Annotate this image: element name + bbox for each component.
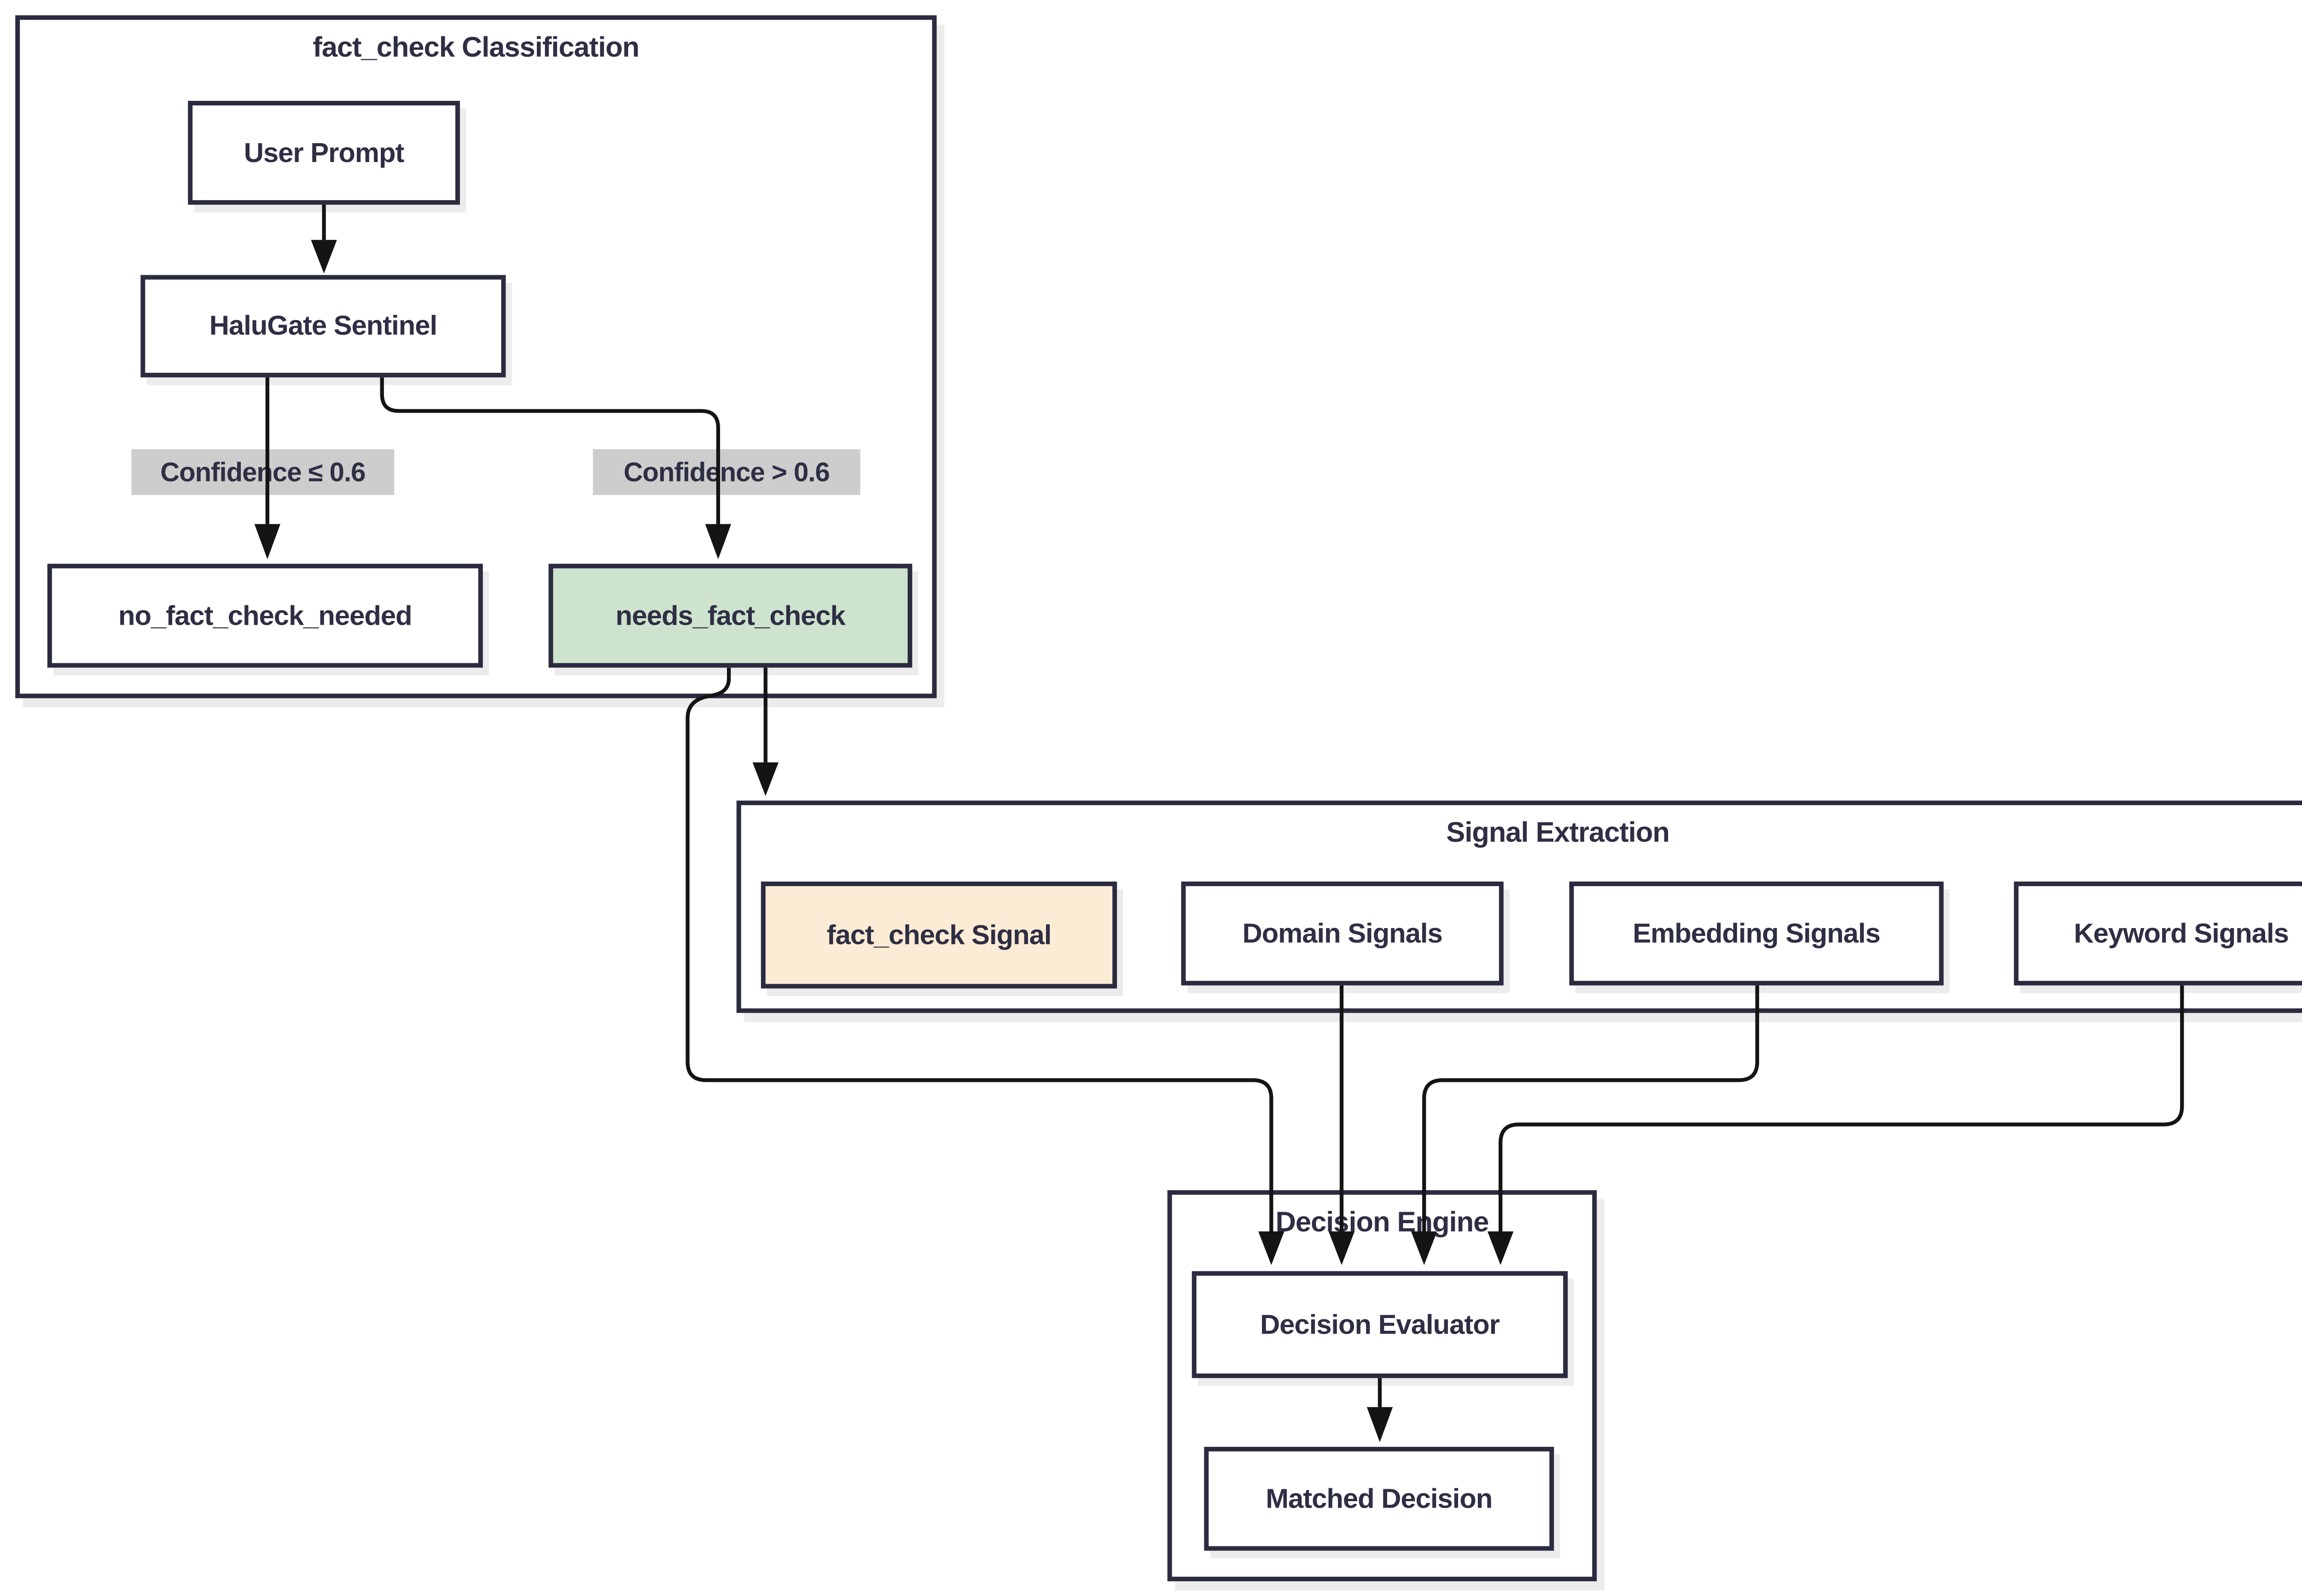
node-keyword-signals-label: Keyword Signals xyxy=(2074,917,2289,948)
node-halugate-sentinel: HaluGate Sentinel xyxy=(140,275,506,377)
node-no-fact-check-needed: no_fact_check_needed xyxy=(47,563,483,668)
edge-label-confidence-high: Confidence > 0.6 xyxy=(593,449,860,495)
cluster-title-signal-extraction: Signal Extraction xyxy=(1446,816,1670,848)
node-needs-fact-check-label: needs_fact_check xyxy=(615,599,846,631)
node-embedding-signals: Embedding Signals xyxy=(1569,881,1944,986)
node-decision-evaluator-label: Decision Evaluator xyxy=(1260,1308,1500,1339)
node-halugate-sentinel-label: HaluGate Sentinel xyxy=(209,310,437,341)
cluster-title-fact-check-classification: fact_check Classification xyxy=(313,30,639,63)
node-fact-check-signal-label: fact_check Signal xyxy=(826,919,1052,950)
edge-label-confidence-low-text: Confidence ≤ 0.6 xyxy=(160,456,366,487)
node-user-prompt: User Prompt xyxy=(188,101,460,205)
node-no-fact-check-needed-label: no_fact_check_needed xyxy=(118,599,413,631)
cluster-title-decision-engine: Decision Engine xyxy=(1275,1205,1489,1238)
edge-label-confidence-low: Confidence ≤ 0.6 xyxy=(131,449,395,495)
node-matched-decision: Matched Decision xyxy=(1204,1446,1554,1551)
node-fact-check-signal: fact_check Signal xyxy=(761,881,1117,989)
node-domain-signals: Domain Signals xyxy=(1181,881,1504,986)
node-decision-evaluator: Decision Evaluator xyxy=(1192,1271,1568,1378)
node-keyword-signals: Keyword Signals xyxy=(2014,881,2302,986)
node-domain-signals-label: Domain Signals xyxy=(1242,917,1443,948)
node-embedding-signals-label: Embedding Signals xyxy=(1633,917,1880,948)
node-matched-decision-label: Matched Decision xyxy=(1266,1482,1493,1514)
node-user-prompt-label: User Prompt xyxy=(244,137,405,168)
edge-label-confidence-high-text: Confidence > 0.6 xyxy=(623,456,830,487)
node-needs-fact-check: needs_fact_check xyxy=(548,563,913,668)
